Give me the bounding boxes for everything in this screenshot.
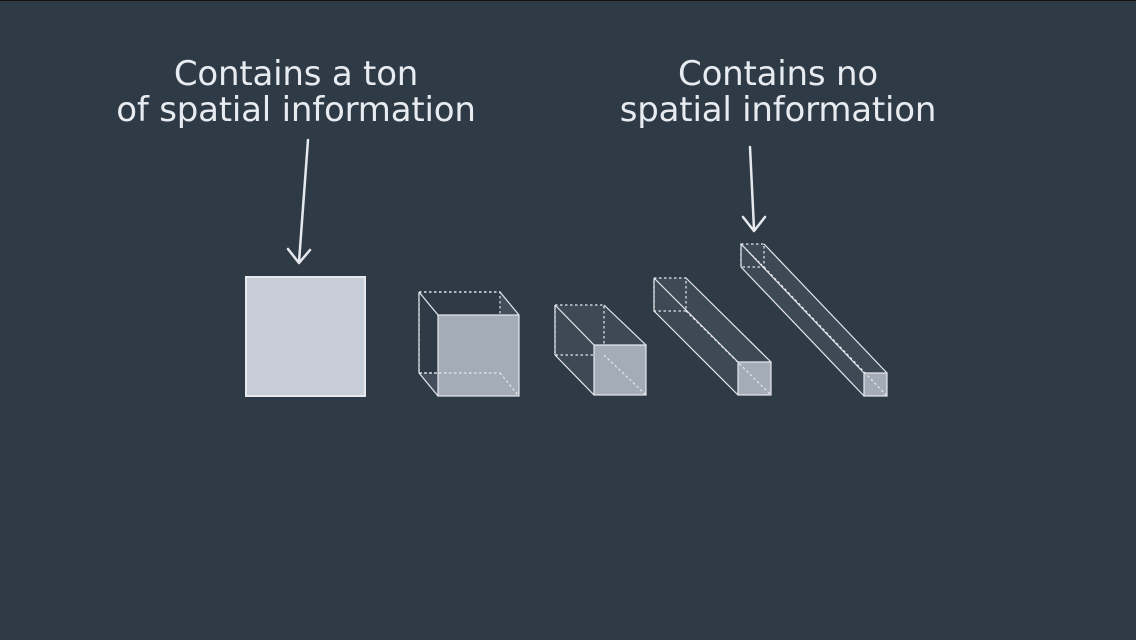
feature-map-box-2	[554, 304, 647, 396]
arrow-right	[741, 145, 767, 233]
label-spatial-information-none: Contains no spatial information	[578, 56, 978, 128]
arrow-left	[286, 138, 312, 265]
label-right-line-1: Contains no	[678, 54, 878, 94]
input-image-square	[245, 276, 366, 397]
label-right-line-2: spatial information	[619, 90, 937, 130]
feature-map-box-4	[740, 243, 888, 397]
top-border	[0, 0, 1136, 1]
label-spatial-information-rich: Contains a ton of spatial information	[96, 56, 496, 128]
label-left-line-2: of spatial information	[116, 90, 476, 130]
label-left-line-1: Contains a ton	[173, 54, 419, 94]
feature-map-cube-1	[418, 291, 520, 397]
feature-map-box-3	[653, 277, 772, 396]
